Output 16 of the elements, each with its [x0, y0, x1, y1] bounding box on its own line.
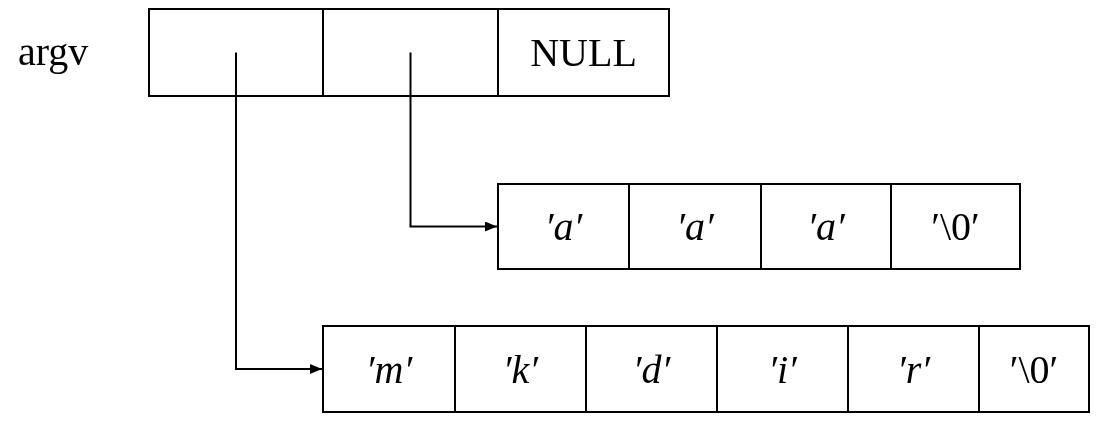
array-cell: ′m′: [322, 325, 456, 413]
array-cell: ′\0′: [978, 325, 1090, 413]
array-cell: ′a′: [760, 183, 892, 270]
pointer-arrow: [409, 51, 498, 232]
array-cell: ′a′: [497, 183, 630, 270]
array-cell: ′k′: [454, 325, 587, 413]
array-cell: ′i′: [716, 325, 849, 413]
array-cell: [148, 8, 324, 97]
array-name: argv: [18, 28, 89, 75]
array-cell: NULL: [497, 8, 670, 97]
array-cell: [322, 8, 499, 97]
array-cell: ′\0′: [890, 183, 1021, 270]
array-cell: ′r′: [847, 325, 980, 413]
array-cell: ′a′: [628, 183, 762, 270]
pointer-arrow: [235, 51, 323, 374]
array-cell: ′d′: [585, 325, 718, 413]
